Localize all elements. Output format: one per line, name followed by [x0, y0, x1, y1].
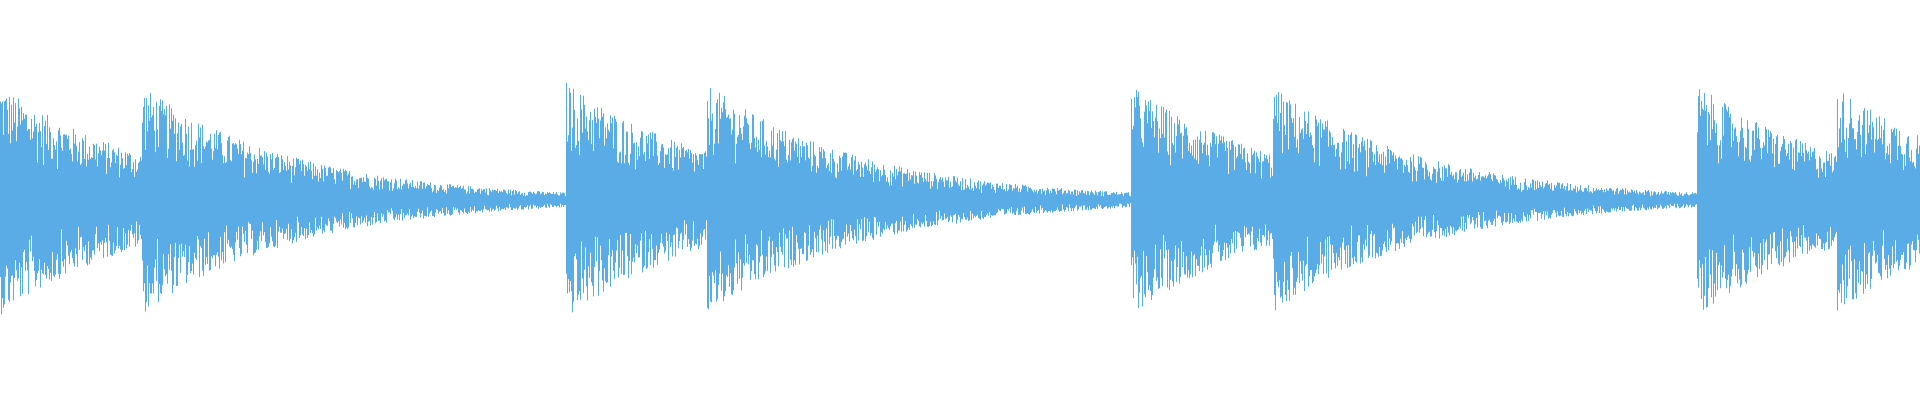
waveform-trace [0, 82, 1920, 315]
